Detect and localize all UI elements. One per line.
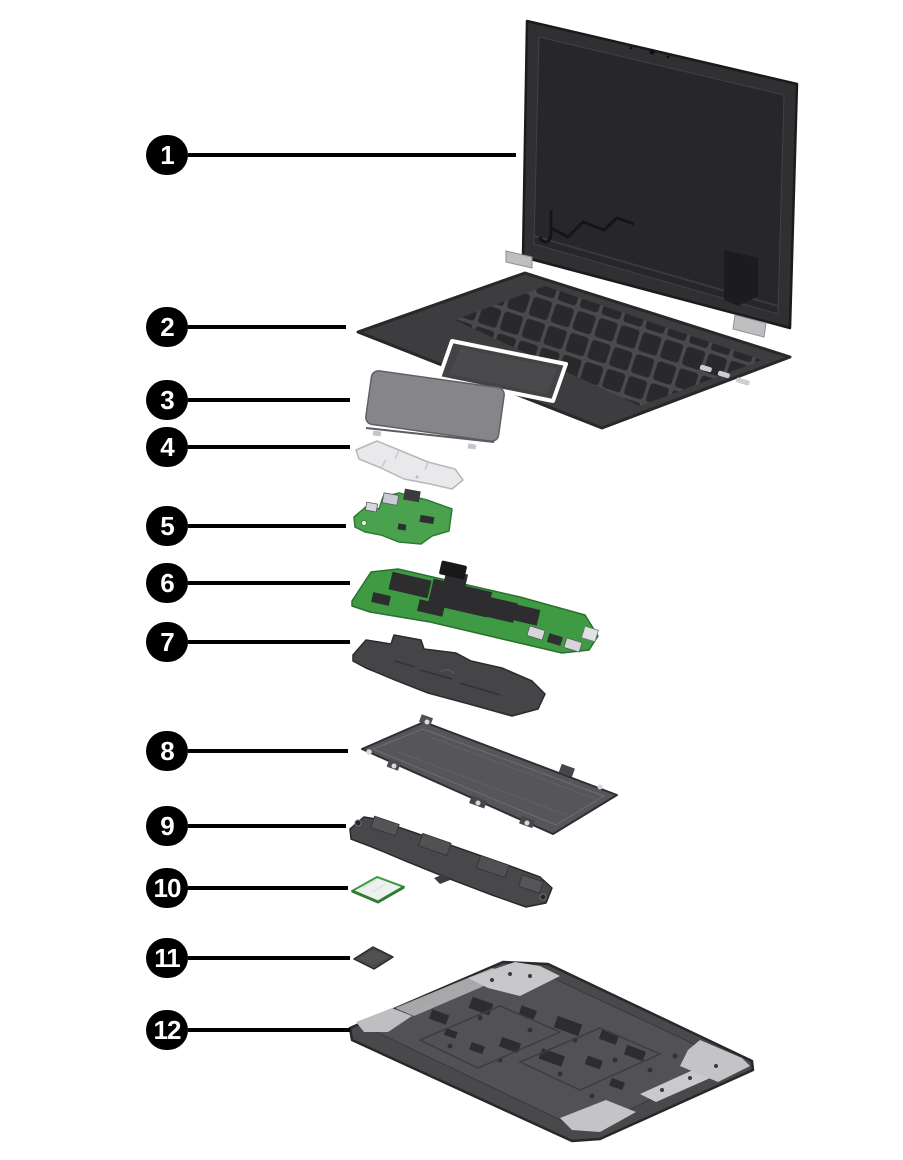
callout-12: 12 <box>146 1010 350 1050</box>
leader-line <box>188 581 350 585</box>
callout-badge: 3 <box>146 380 188 420</box>
callout-2: 2 <box>146 307 346 347</box>
component-chip-illustration <box>353 946 394 970</box>
leader-line <box>188 325 346 329</box>
leader-line <box>188 886 348 890</box>
callout-1: 1 <box>146 135 516 175</box>
left-hinge <box>505 250 533 269</box>
wlan-module-illustration <box>351 876 405 904</box>
callout-7: 7 <box>146 622 350 662</box>
callout-5: 5 <box>146 506 346 546</box>
callout-4: 4 <box>146 427 350 467</box>
callout-11: 11 <box>146 938 350 978</box>
callout-badge: 1 <box>146 135 188 175</box>
leader-line <box>188 398 350 402</box>
leader-line <box>188 640 350 644</box>
callout-badge: 2 <box>146 307 188 347</box>
callout-3: 3 <box>146 380 350 420</box>
antenna-cable <box>538 210 553 244</box>
leader-line <box>188 956 350 960</box>
webcam-icon <box>649 49 655 55</box>
connector <box>403 488 421 503</box>
callout-badge: 6 <box>146 563 188 603</box>
usb-port <box>364 501 379 513</box>
leader-line <box>188 824 346 828</box>
touchpad-illustration <box>365 370 505 450</box>
shield-plate-illustration <box>352 634 546 717</box>
leader-line <box>188 749 348 753</box>
callout-badge: 9 <box>146 806 188 846</box>
callout-badge: 10 <box>146 868 188 908</box>
right-hinge <box>724 250 758 306</box>
bottom-cover-illustration <box>348 960 755 1143</box>
io-board-illustration <box>353 488 453 545</box>
connector <box>439 560 467 580</box>
callout-badge: 11 <box>146 938 188 978</box>
callout-8: 8 <box>146 731 348 771</box>
keyboard-top-cover-illustration <box>356 271 792 430</box>
display-assembly-illustration <box>505 19 799 338</box>
callout-badge: 8 <box>146 731 188 771</box>
battery-illustration <box>361 714 618 835</box>
leader-line <box>188 524 346 528</box>
callout-6: 6 <box>146 563 350 603</box>
speaker-bar-illustration <box>349 815 553 908</box>
callout-badge: 5 <box>146 506 188 546</box>
system-board-illustration <box>351 560 599 654</box>
rear-ports <box>526 625 599 653</box>
side-ports <box>699 364 750 386</box>
corner-bracket <box>680 1040 750 1082</box>
callout-10: 10 <box>146 868 348 908</box>
touchpad-bracket-illustration <box>355 440 464 490</box>
callout-badge: 12 <box>146 1010 188 1050</box>
internal-components <box>428 996 647 1091</box>
leader-line <box>188 445 350 449</box>
callout-badge: 4 <box>146 427 188 467</box>
callout-badge: 7 <box>146 622 188 662</box>
corner-bracket <box>468 962 560 996</box>
keyboard-keys <box>455 286 762 406</box>
usb-port <box>381 492 400 506</box>
cable-clip <box>434 874 450 884</box>
screw-bosses <box>447 1015 678 1099</box>
leader-line <box>188 1028 350 1032</box>
callout-9: 9 <box>146 806 346 846</box>
leader-line <box>188 153 516 157</box>
battery-connector <box>558 763 575 778</box>
